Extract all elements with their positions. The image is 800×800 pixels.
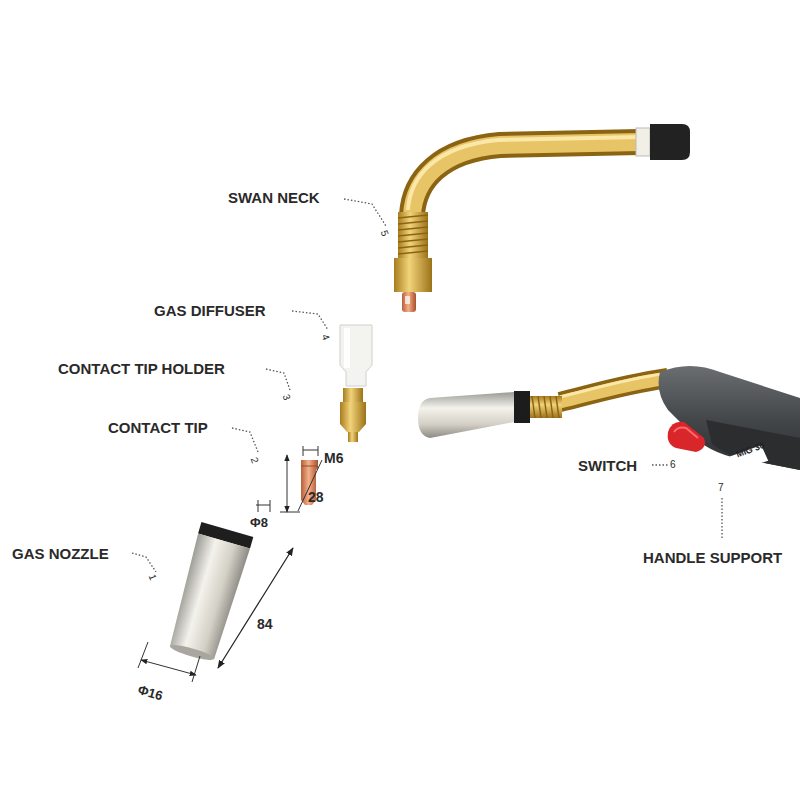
dimension: 28 [308,490,324,504]
dimension: Φ8 [250,516,268,529]
callout-number: 7 [718,483,724,493]
dimension: Φ16 [136,683,164,702]
callout-number: 5 [379,229,390,238]
callout-number: 4 [320,333,331,342]
part-name: GAS NOZZLE [12,546,109,561]
callout-number: 6 [670,460,676,470]
dimension: 84 [257,617,273,631]
part-name: GAS DIFFUSER [154,303,266,318]
part-name: SWITCH [578,458,637,473]
callout-number: 1 [147,573,158,582]
part-name: CONTACT TIP HOLDER [58,361,225,376]
part-name: SWAN NECK [228,190,320,205]
callout-number: 2 [249,456,260,465]
part-name: HANDLE SUPPORT [643,550,782,565]
callout-number: 3 [281,393,292,402]
part-name: CONTACT TIP [108,420,208,435]
dimension: M6 [324,451,343,465]
